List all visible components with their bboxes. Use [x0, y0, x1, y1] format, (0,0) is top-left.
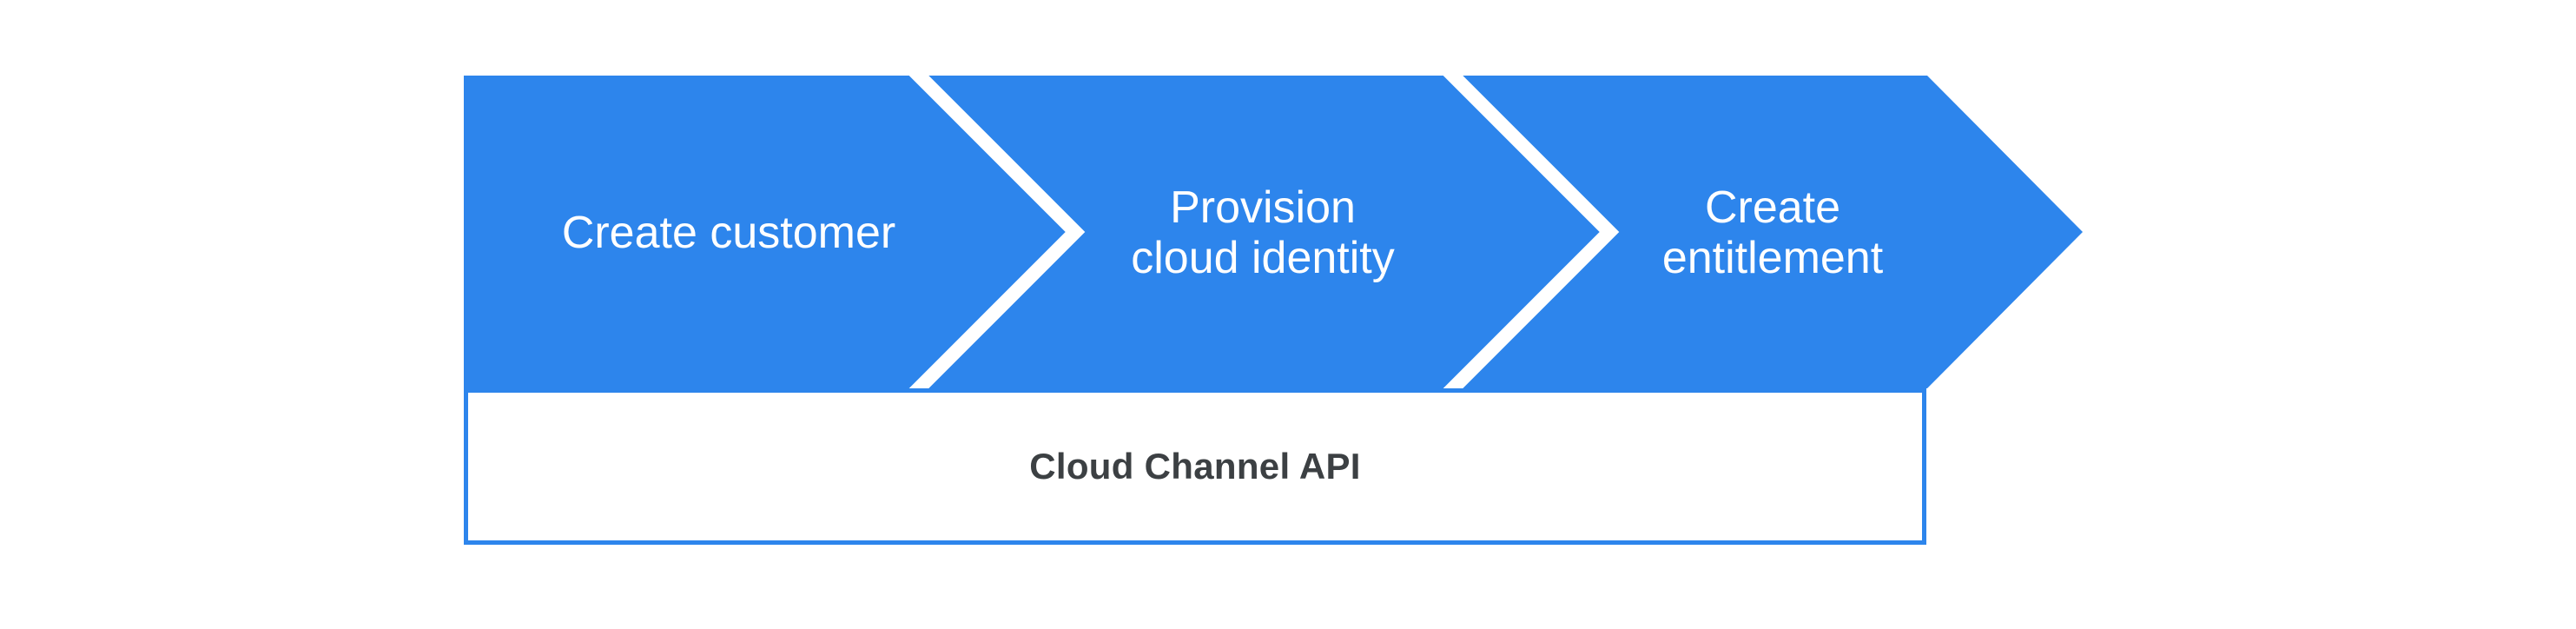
step-label-line: entitlement [1661, 233, 1884, 283]
flow-arrow-shape [464, 76, 2083, 388]
step-label-create-customer: Create customer [562, 208, 895, 258]
step-label-line: Provision [1170, 182, 1356, 233]
step-label-line: Create customer [561, 208, 896, 258]
api-box-label: Cloud Channel API [1029, 446, 1361, 487]
cloud-channel-api-box: Cloud Channel API [464, 388, 1926, 545]
step-label-line: cloud identity [1131, 233, 1395, 283]
step-label-create-entitlement: Create entitlement [1662, 182, 1883, 283]
arrow-body [464, 76, 2083, 388]
step-label-line: Create [1704, 182, 1841, 233]
chevron-separator-2-icon [1443, 76, 1620, 388]
chevron-separator-1-icon [908, 76, 1086, 388]
step-label-provision-cloud-identity: Provision cloud identity [1131, 182, 1395, 283]
